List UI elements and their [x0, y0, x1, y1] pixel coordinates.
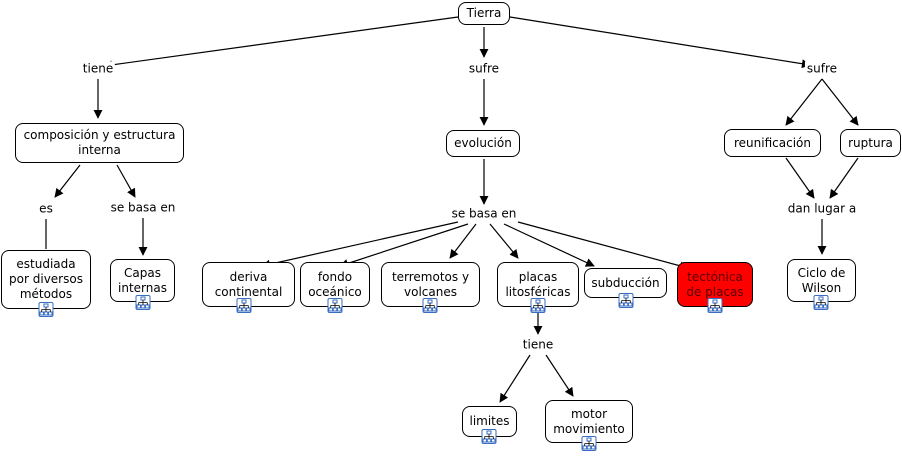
connector-line — [339, 223, 469, 268]
connector-line — [489, 223, 519, 259]
concept-ciclo[interactable]: Ciclo de Wilson — [787, 259, 856, 302]
concept-capas[interactable]: Capas internas — [110, 259, 175, 302]
concept-tierra[interactable]: Tierra — [458, 2, 510, 25]
concept-map-icon[interactable] — [813, 295, 829, 310]
connector-line — [54, 164, 81, 198]
link-sufre: sufre — [804, 61, 840, 77]
concept-map-icon[interactable] — [135, 295, 151, 310]
connector-line — [261, 221, 459, 269]
connector-line — [449, 223, 477, 259]
concept-map-icon[interactable] — [327, 298, 343, 313]
concept-ruptura[interactable]: ruptura — [840, 129, 901, 157]
concept-evolucion[interactable]: evolución — [446, 130, 520, 157]
concept-estudiada[interactable]: estudiada por diversos métodos — [1, 250, 91, 309]
connector-line — [503, 223, 595, 267]
link-dan-lugar-a: dan lugar a — [785, 201, 859, 217]
link-se-basa-en: se basa en — [108, 200, 178, 216]
connector-line — [103, 16, 459, 70]
connector-line — [116, 164, 136, 198]
connector-line — [517, 221, 689, 271]
concept-map-icon[interactable] — [581, 436, 597, 451]
connector-line — [499, 354, 531, 403]
concept-composicion[interactable]: composición y estructura interna — [15, 123, 184, 163]
link-sufre: sufre — [466, 61, 502, 77]
link-es: es — [37, 201, 55, 217]
concept-map-icon[interactable] — [530, 298, 546, 313]
concept-map-icon[interactable] — [422, 298, 438, 313]
concept-reunificacion[interactable]: reunificación — [724, 129, 821, 157]
concept-map-icon[interactable] — [707, 298, 723, 313]
concept-map-icon[interactable] — [38, 302, 54, 317]
connector-line — [785, 78, 823, 126]
link-tiene: tiene — [520, 337, 556, 353]
concept-map-icon[interactable] — [481, 429, 497, 444]
link-se-basa-en: se basa en — [449, 206, 519, 222]
link-tiene: tiene — [80, 61, 116, 77]
concept-map-icon[interactable] — [618, 293, 634, 308]
connector-line — [785, 157, 815, 199]
connector-line — [545, 354, 574, 397]
connector-line — [509, 16, 811, 69]
connector-line — [829, 157, 859, 199]
concept-map-icon[interactable] — [236, 298, 252, 313]
connector-line — [821, 78, 859, 126]
